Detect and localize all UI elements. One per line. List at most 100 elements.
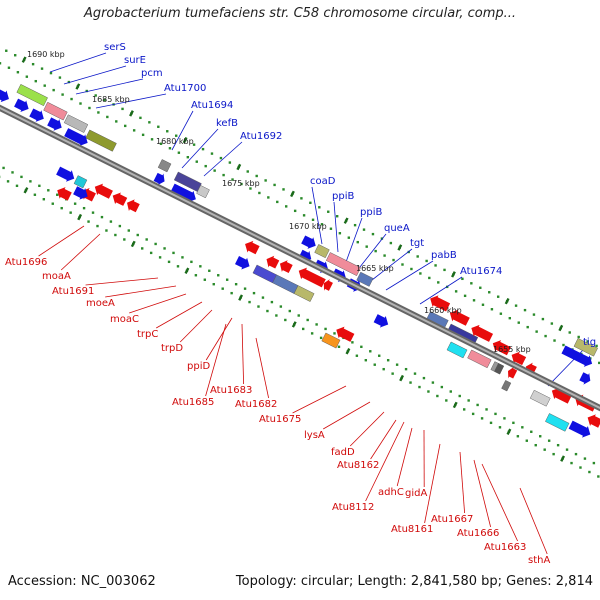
tick-dot — [481, 303, 485, 306]
reverse-gene-arrow — [551, 387, 572, 404]
tick-dot — [255, 174, 258, 178]
forward-gene-label: pcm — [141, 68, 163, 79]
tick-dot — [181, 256, 184, 259]
tick-dot — [73, 202, 77, 205]
tick-dot — [539, 435, 542, 438]
tick-dot — [422, 376, 426, 380]
tick-dot — [562, 343, 565, 347]
tick-dot — [386, 359, 390, 362]
tick-dot — [592, 461, 596, 465]
callout-line — [156, 301, 203, 329]
callout-line — [473, 459, 491, 528]
tick-dot — [141, 247, 144, 250]
tick-dot — [43, 84, 46, 87]
forward-gene-label: ppiB — [332, 191, 354, 202]
forward-gene-arrow — [29, 108, 44, 122]
tick-dot — [516, 435, 520, 438]
reverse-gene-arrow — [508, 366, 518, 379]
tick-dot — [431, 381, 435, 384]
major-tick — [506, 428, 512, 435]
tick-dot — [40, 67, 44, 70]
tick-dot — [416, 255, 419, 258]
tick-dot — [553, 339, 556, 342]
major-tick — [182, 136, 188, 144]
tick-dot — [15, 184, 19, 188]
tick-dot — [383, 254, 386, 257]
tick-dot — [16, 71, 20, 74]
tick-dot — [371, 232, 375, 236]
tick-dot — [532, 313, 536, 316]
kbp-label: 1665 kbp — [356, 264, 394, 273]
reverse-gene-arrow — [323, 279, 333, 291]
reverse-gene-arrow — [127, 199, 140, 213]
tick-dot — [31, 62, 35, 66]
callout-line — [385, 260, 434, 291]
tick-dot — [149, 251, 153, 255]
tick-dot — [353, 223, 357, 227]
callout-line — [179, 309, 213, 343]
forward-gene-label: tgt — [410, 238, 424, 249]
tick-dot — [25, 75, 29, 78]
tick-dot — [467, 399, 470, 402]
tick-dot — [264, 179, 267, 182]
tick-dot — [449, 390, 452, 393]
tick-dot — [85, 89, 88, 93]
tick-dot — [51, 202, 54, 205]
tick-dot — [508, 316, 512, 320]
tick-dot — [597, 475, 600, 478]
tick-dot — [174, 134, 178, 137]
major-tick — [291, 321, 297, 328]
reverse-gene-label: trpC — [137, 329, 158, 340]
tick-dot — [103, 98, 106, 102]
callout-line — [345, 217, 363, 263]
accession-text: Accession: NC_003062 — [8, 574, 156, 589]
tick-dot — [168, 147, 172, 150]
major-tick — [451, 271, 456, 278]
tick-dot — [248, 300, 251, 304]
callout-line — [203, 141, 243, 177]
gene-feature — [446, 341, 468, 359]
tick-dot — [109, 220, 113, 223]
callout-line — [333, 201, 339, 253]
gene-feature — [314, 244, 330, 259]
reverse-gene-label: trpD — [161, 343, 183, 354]
tick-dot — [552, 452, 555, 456]
tick-dot — [79, 102, 82, 105]
tick-dot — [186, 155, 190, 159]
tick-dot — [490, 308, 494, 311]
tick-dot — [494, 412, 497, 416]
tick-dot — [335, 215, 339, 218]
kbp-label: 1690 kbp — [27, 50, 65, 59]
major-tick — [21, 56, 27, 63]
forward-gene-label: pabB — [431, 250, 457, 261]
tick-dot — [382, 367, 385, 371]
reverse-gene-label: ppiD — [187, 361, 210, 372]
forward-gene-arrow — [14, 98, 29, 113]
kbp-label: 1670 kbp — [289, 222, 327, 231]
major-tick — [560, 455, 565, 462]
tick-dot — [219, 156, 223, 160]
tick-dot — [270, 300, 274, 304]
reverse-gene-label: Atu1663 — [484, 542, 526, 553]
tick-dot — [556, 443, 560, 447]
tick-dot — [148, 121, 151, 124]
tick-dot — [570, 461, 573, 465]
reverse-gene-label: Atu8112 — [332, 502, 374, 513]
tick-dot — [496, 295, 500, 298]
reverse-gene-label: Atu1683 — [210, 385, 252, 396]
callout-line — [255, 337, 269, 399]
callout-line — [129, 293, 187, 314]
gene-labels: serSsurEpcmAtu1700Atu1694kefBAtu1692coaD… — [5, 42, 596, 566]
forward-gene-label: Atu1692 — [240, 131, 282, 142]
tick-dot — [391, 372, 394, 375]
tick-dot — [378, 354, 381, 357]
callout-line — [481, 463, 518, 542]
tick-dot — [324, 327, 327, 331]
major-tick — [238, 294, 244, 301]
tick-dot — [222, 173, 225, 177]
callout-line — [181, 128, 219, 169]
reverse-gene-arrow — [94, 183, 113, 199]
tick-dot — [521, 426, 524, 429]
callout-line — [85, 277, 159, 286]
callout-line — [105, 285, 177, 298]
